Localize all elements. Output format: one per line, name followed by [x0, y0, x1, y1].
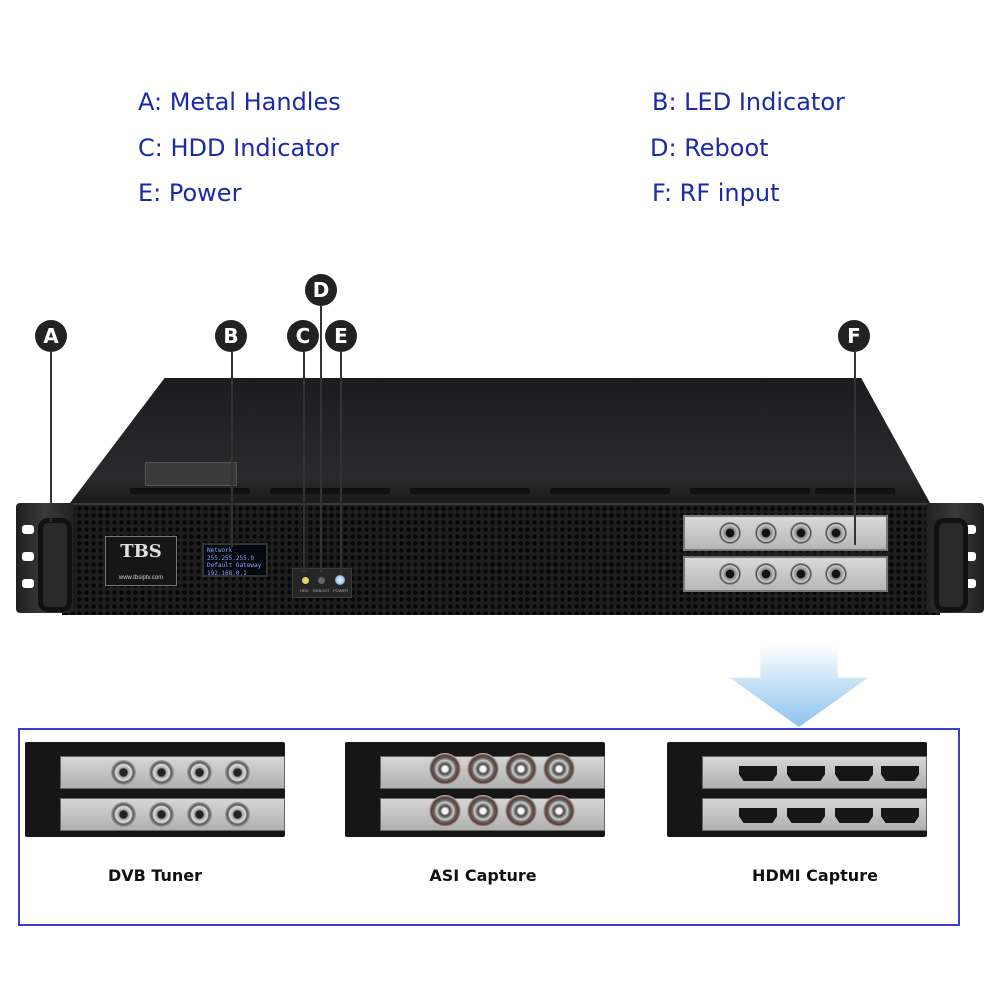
- legend-power: E: Power: [138, 179, 242, 207]
- caption-asi-capture: ASI Capture: [429, 866, 537, 885]
- marker-f: F: [838, 320, 870, 352]
- marker-b: B: [215, 320, 247, 352]
- reboot-button[interactable]: [318, 577, 325, 584]
- vent-slot: [270, 488, 390, 494]
- rf-input-card: [683, 515, 888, 551]
- leader-line-d: [320, 306, 322, 572]
- button-panel: HDD REBOOT POWER: [292, 568, 352, 598]
- f-connector: [149, 760, 174, 785]
- rf-connector[interactable]: [790, 563, 812, 585]
- power-label: POWER: [333, 588, 349, 593]
- ear-hole: [22, 552, 34, 561]
- f-connector: [225, 802, 250, 827]
- vent-slot: [690, 488, 810, 494]
- legend-reboot: D: Reboot: [650, 134, 769, 162]
- rf-connector[interactable]: [825, 522, 847, 544]
- rf-connector[interactable]: [755, 563, 777, 585]
- legend-metal-handles: A: Metal Handles: [138, 88, 341, 116]
- hdmi-connector: [881, 808, 919, 823]
- lcd-line: Network: [207, 547, 233, 554]
- logo-mark: TBS: [120, 541, 162, 562]
- tuner-card: [60, 798, 285, 831]
- hdmi-card: [702, 798, 927, 831]
- rf-connector[interactable]: [825, 563, 847, 585]
- logo-url: www.tbsiptv.com: [118, 575, 164, 581]
- caption-hdmi-capture: HDMI Capture: [752, 866, 878, 885]
- marker-a: A: [35, 320, 67, 352]
- reboot-label: REBOOT: [313, 588, 330, 593]
- bnc-connector: [429, 795, 461, 827]
- ear-hole: [22, 579, 34, 588]
- hdmi-capture-image: [667, 742, 927, 837]
- metal-handle-left[interactable]: [38, 518, 72, 612]
- hdd-label: HDD: [300, 588, 309, 593]
- leader-line-b: [231, 352, 233, 547]
- lcd-line: Default Gateway: [207, 562, 262, 569]
- rf-connector[interactable]: [719, 563, 741, 585]
- f-connector: [149, 802, 174, 827]
- bnc-connector: [543, 753, 575, 785]
- ear-hole: [964, 552, 976, 561]
- rf-connector[interactable]: [755, 522, 777, 544]
- f-connector: [187, 760, 212, 785]
- bnc-connector: [543, 795, 575, 827]
- leader-line-f: [854, 352, 856, 545]
- legend-hdd-indicator: C: HDD Indicator: [138, 134, 340, 162]
- hdmi-connector: [739, 766, 777, 781]
- rf-connector[interactable]: [719, 522, 741, 544]
- bnc-connector: [429, 753, 461, 785]
- f-connector: [187, 802, 212, 827]
- hdmi-connector: [787, 808, 825, 823]
- bnc-connector: [467, 795, 499, 827]
- leader-line-a: [50, 352, 52, 522]
- leader-line-e: [340, 352, 342, 574]
- rf-connector[interactable]: [790, 522, 812, 544]
- hdmi-connector: [881, 766, 919, 781]
- legend-led-indicator: B: LED Indicator: [652, 88, 845, 116]
- ear-hole: [964, 525, 976, 534]
- marker-d: D: [305, 274, 337, 306]
- bnc-connector: [505, 795, 537, 827]
- hdmi-card: [702, 756, 927, 789]
- hdmi-connector: [835, 808, 873, 823]
- bnc-connector: [467, 753, 499, 785]
- marker-c: C: [287, 320, 319, 352]
- lcd-display: Network 255.255.255.0 Default Gateway 19…: [202, 543, 268, 577]
- f-connector: [111, 802, 136, 827]
- ear-hole: [964, 579, 976, 588]
- vent-slot: [410, 488, 530, 494]
- hdmi-connector: [739, 808, 777, 823]
- lcd-line: 192.168.0.1: [207, 569, 247, 577]
- down-arrow-icon: [730, 645, 868, 727]
- marker-e: E: [325, 320, 357, 352]
- asi-card: [380, 795, 605, 831]
- top-label-plate: [145, 462, 237, 486]
- dvb-tuner-image: [25, 742, 285, 837]
- caption-dvb-tuner: DVB Tuner: [107, 866, 203, 885]
- hdd-led: [302, 577, 309, 584]
- power-button[interactable]: [335, 575, 345, 585]
- leader-line-c: [303, 352, 305, 572]
- tuner-card: [60, 756, 285, 789]
- lcd-line: 255.255.255.0: [207, 554, 254, 562]
- legend-rf-input: F: RF input: [652, 179, 780, 207]
- asi-card: [380, 753, 605, 789]
- f-connector: [111, 760, 136, 785]
- ear-hole: [22, 525, 34, 534]
- hdmi-connector: [835, 766, 873, 781]
- metal-handle-right[interactable]: [934, 518, 968, 612]
- vent-slot: [550, 488, 670, 494]
- options-frame: [18, 728, 960, 926]
- hdmi-connector: [787, 766, 825, 781]
- bnc-connector: [505, 753, 537, 785]
- asi-capture-image: [345, 742, 605, 837]
- f-connector: [225, 760, 250, 785]
- rf-input-card: [683, 556, 888, 592]
- brand-logo: TBS www.tbsiptv.com: [105, 536, 177, 586]
- vent-slot: [130, 488, 250, 494]
